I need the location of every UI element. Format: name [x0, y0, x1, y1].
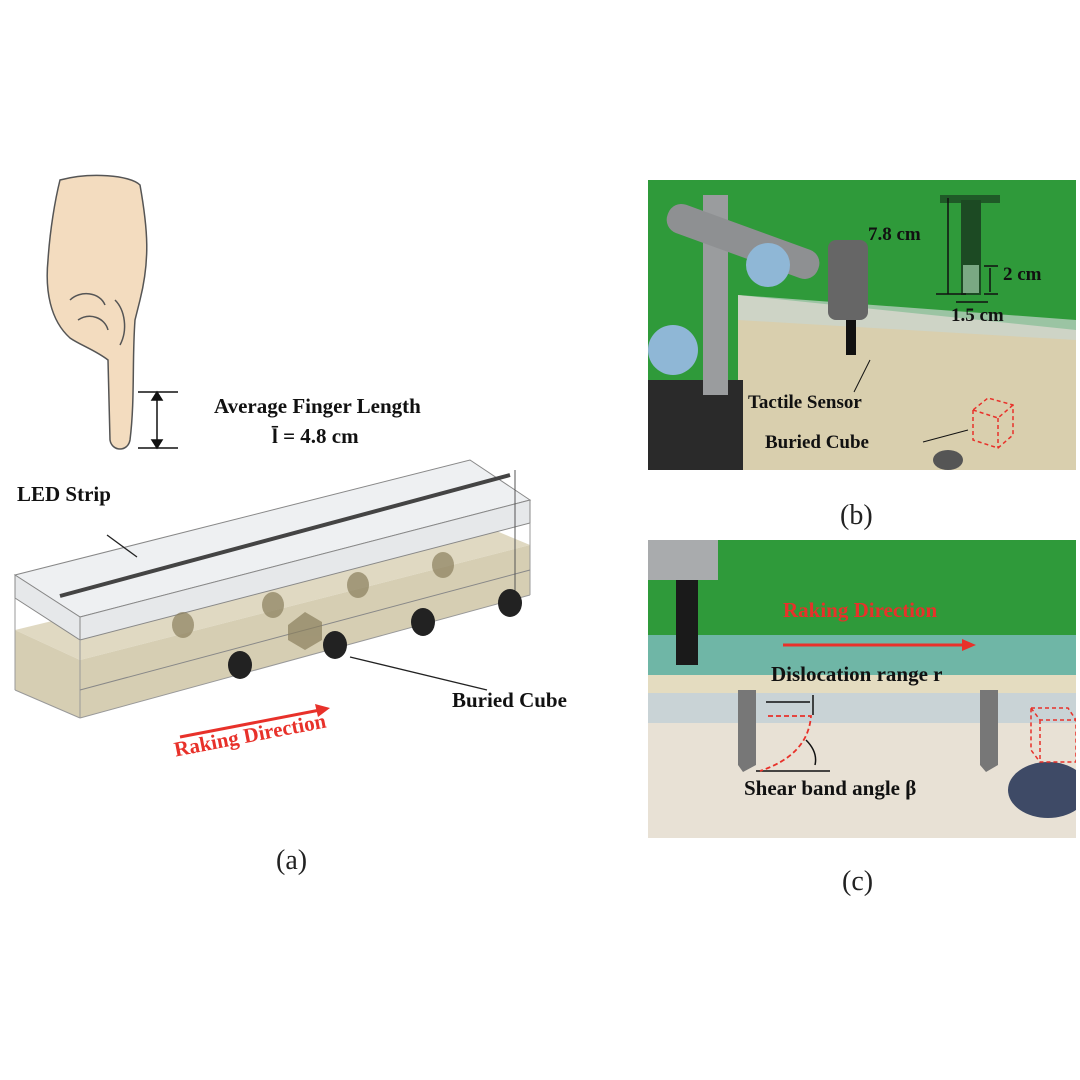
sand-box: [13, 459, 532, 719]
panel-b-photo: 7.8 cm 2 cm 1.5 cm Tactile Sensor Buried…: [648, 180, 1076, 470]
panel-c-photo: Raking Direction Dislocation range r She…: [648, 540, 1076, 838]
buried-cube-label-b: Buried Cube: [765, 432, 869, 453]
dislocation-range-label: Dislocation range r: [771, 662, 943, 686]
raking-arrow-a: [179, 704, 330, 739]
caption-a: (a): [276, 845, 308, 876]
finger-length-dimension: [138, 390, 178, 450]
buried-cube-label-a: Buried Cube: [452, 688, 567, 712]
width-dimension-label: 1.5 cm: [951, 305, 1004, 326]
caption-c: (c): [842, 866, 874, 897]
finger-length-label: Average Finger Length: [214, 394, 421, 418]
sensor-length-label: 2 cm: [1003, 264, 1042, 285]
raking-direction-label-c: Raking Direction: [783, 598, 938, 622]
led-strip-label: LED Strip: [17, 482, 111, 506]
shear-band-angle-label: Shear band angle β: [744, 776, 917, 800]
height-dimension-label: 7.8 cm: [868, 224, 921, 245]
hand-icon: [46, 174, 148, 450]
finger-length-value: l̄ = 4.8 cm: [272, 424, 359, 448]
tactile-sensor-label: Tactile Sensor: [748, 392, 862, 413]
caption-b: (b): [840, 500, 873, 531]
